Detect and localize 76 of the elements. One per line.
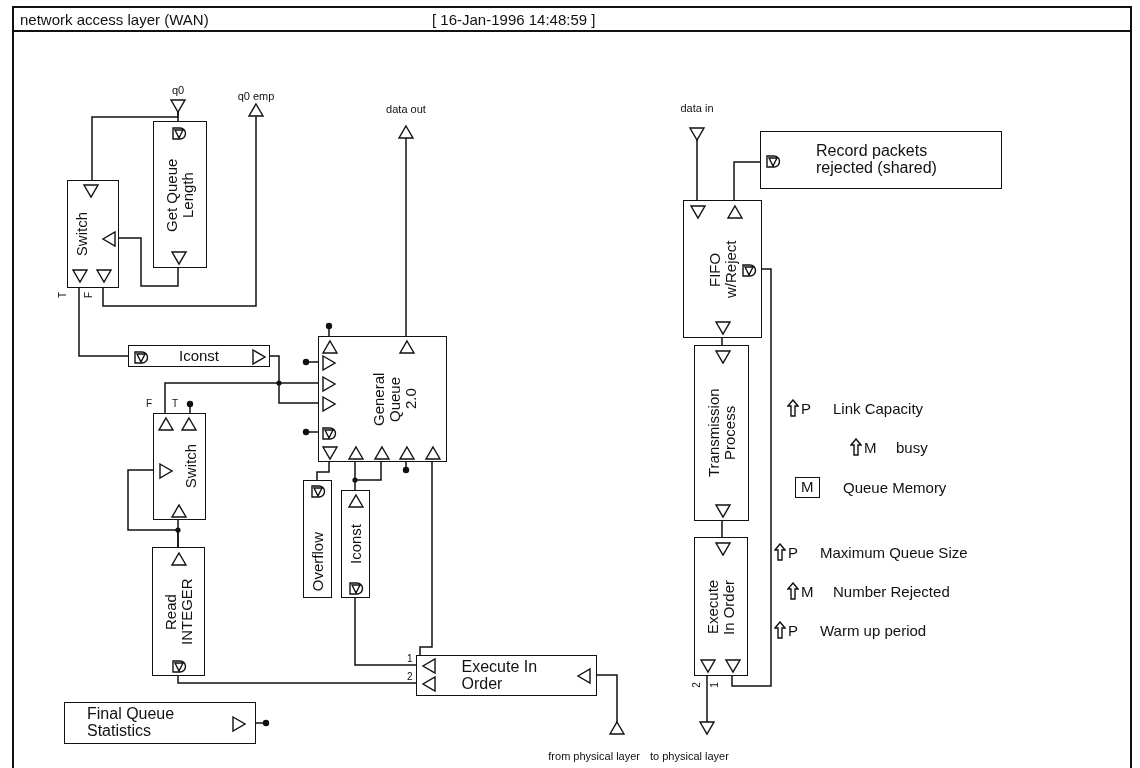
wire [696,139,698,201]
block-label: Transmission Process [705,387,738,480]
parameter-type: M [864,438,878,456]
block-label: Iconst [179,348,219,364]
block-label: Final Queue Statistics [87,706,176,740]
port-label: 1 [407,654,413,664]
terminal-label: q0 [170,84,186,96]
wire [316,461,330,481]
wire [91,111,179,181]
block-box [303,480,332,598]
wire [706,675,708,723]
block-label: Execute In Order [705,578,737,636]
block-label: Record packets rejected (shared) [816,143,938,177]
wire [118,237,179,287]
block-box [318,336,447,462]
parameter-name: Link Capacity [833,399,924,417]
port-label: T [172,399,179,409]
port-label: 2 [691,682,702,688]
parameter-name: Warm up period [820,621,927,639]
block-label: Execute In Order [461,658,539,693]
block-box [694,537,748,676]
wire [127,469,179,548]
port-label: 1 [709,682,720,688]
parameter-type: P [788,543,799,561]
terminal-label: q0 emp [236,90,276,102]
block-label: FIFO w/Reject [706,239,739,300]
block-label: Iconst [347,524,364,564]
port-label: T [58,291,69,299]
timestamp: [ 16-Jan-1996 14:48:59 ] [432,11,596,28]
memory-box: M [795,477,820,498]
parameter-type: M [801,582,815,600]
wire [354,597,417,666]
block-box [416,655,597,696]
wire [102,115,257,307]
block-box [153,413,206,520]
wire [419,461,433,656]
terminal-label: to physical layer [650,750,730,762]
wire [733,161,761,201]
block-box [128,345,270,367]
terminal-label: from physical layer [547,750,640,762]
block-box [341,490,370,598]
block-box [64,702,256,744]
block-label: Switch [74,211,90,257]
wire [269,355,319,404]
block-label: Switch [183,444,199,489]
wire [354,461,382,491]
memory-caption: Queue Memory [843,479,947,496]
parameter-name: Maximum Queue Size [820,543,968,561]
block-label: Get Queue Length [164,156,196,234]
wire [731,268,772,687]
port-label: 2 [407,672,413,682]
terminal-label: data out [385,103,427,115]
block-box [153,121,207,268]
parameter-type: P [788,621,799,639]
port-label: F [146,399,153,409]
block-label: Read INTEGER [162,577,195,647]
terminal-label: data in [679,102,715,114]
wire [78,287,129,357]
block-label: Overflow [309,531,326,591]
parameter-name: busy [896,438,928,456]
block-label: General Queue 2.0 [370,371,418,428]
block-box [694,345,749,521]
block-box [67,180,119,288]
wire [405,137,407,337]
wire [721,520,723,538]
block-box [152,547,205,676]
block-box [683,200,762,338]
wire [177,675,417,684]
title: network access layer (WAN) [20,11,209,28]
parameter-type: P [801,399,812,417]
wire [164,382,319,414]
block-box [760,131,1002,189]
wire [596,674,618,723]
port-label: F [84,291,95,299]
wire [721,337,723,346]
parameter-name: Number Rejected [833,582,950,600]
